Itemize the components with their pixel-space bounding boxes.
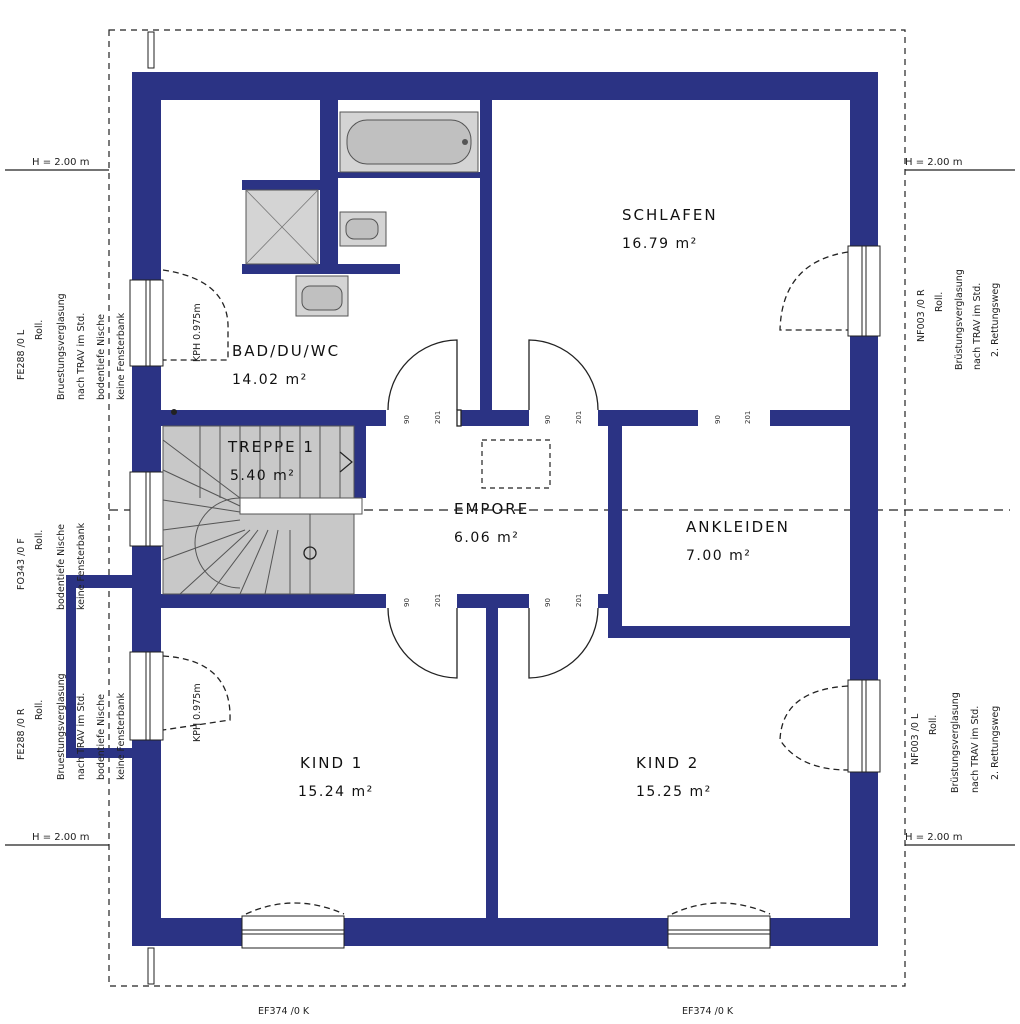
door-kind2	[528, 607, 599, 679]
room-area-treppe: 5.40 m²	[230, 468, 295, 484]
window-nf003-r	[847, 245, 881, 337]
window-ef374-right	[667, 915, 771, 949]
room-name-treppe: TREPPE 1	[227, 438, 315, 456]
svg-text:2. Rettungsweg: 2. Rettungsweg	[990, 706, 1001, 780]
staircase	[162, 425, 363, 595]
svg-text:FO343 /0 F: FO343 /0 F	[16, 538, 27, 590]
height-label-bottom-right: H = 2.00 m	[905, 832, 962, 843]
svg-text:Roll.: Roll.	[34, 700, 45, 720]
svg-text:90: 90	[544, 598, 552, 607]
kph-label-bottom: KPH 0.975m	[192, 683, 203, 742]
room-area-ankleiden: 7.00 m²	[686, 548, 751, 564]
label-nf003-l: NF003 /0 L Roll. Brüstungsverglasung nac…	[910, 692, 1001, 793]
window-ef374-left	[241, 915, 345, 949]
room-area-kind2: 15.25 m²	[636, 784, 712, 800]
svg-text:bodentiefe Nische: bodentiefe Nische	[56, 524, 67, 610]
svg-text:90: 90	[403, 415, 411, 424]
svg-text:Bruestungsverglasung: Bruestungsverglasung	[56, 673, 67, 780]
label-fe288-r: FE288 /0 R Roll. Bruestungsverglasung na…	[16, 673, 127, 780]
label-ef374-left: EF374 /0 K	[258, 1006, 310, 1017]
svg-text:Roll.: Roll.	[34, 320, 45, 340]
door-marks: 90 201 90 201 90 201 90 201 90 201	[403, 411, 752, 607]
attic-hatch	[481, 439, 551, 489]
svg-text:Roll.: Roll.	[928, 715, 939, 735]
room-name-kind1: KIND 1	[300, 754, 363, 772]
door-kind1	[387, 607, 458, 679]
roof-outline	[108, 29, 906, 987]
bathtub	[339, 111, 479, 173]
room-name-kind2: KIND 2	[636, 754, 699, 772]
svg-text:201: 201	[434, 594, 442, 607]
wall-node	[171, 409, 177, 415]
height-markers: H = 2.00 m H = 2.00 m H = 2.00 m H = 2.0…	[5, 157, 1015, 846]
label-fe288-l: FE288 /0 L Roll. Bruestungsverglasung na…	[16, 293, 127, 400]
svg-text:NF003 /0 R: NF003 /0 R	[916, 289, 927, 342]
svg-text:201: 201	[434, 411, 442, 424]
svg-text:Roll.: Roll.	[934, 292, 945, 312]
svg-text:90: 90	[544, 415, 552, 424]
svg-text:FE288 /0 R: FE288 /0 R	[16, 708, 27, 760]
window-panes	[145, 246, 867, 935]
svg-text:Roll.: Roll.	[34, 530, 45, 550]
room-name-empore: EMPORE	[454, 500, 529, 518]
room-area-bad: 14.02 m²	[232, 372, 308, 388]
corner-markers	[147, 31, 155, 985]
height-label-top-left: H = 2.00 m	[32, 157, 89, 168]
doors	[387, 339, 599, 679]
svg-text:keine Fensterbank: keine Fensterbank	[116, 692, 127, 780]
room-area-empore: 6.06 m²	[454, 530, 519, 546]
svg-text:nach TRAV im Std.: nach TRAV im Std.	[970, 706, 981, 793]
label-nf003-r: NF003 /0 R Roll. Brüstungsverglasung nac…	[916, 269, 1001, 370]
room-area-schlafen: 16.79 m²	[622, 236, 698, 252]
interior-walls	[161, 100, 850, 918]
window-swings	[162, 251, 849, 915]
svg-text:Brüstungsverglasung: Brüstungsverglasung	[950, 692, 961, 793]
room-area-kind1: 15.24 m²	[298, 784, 374, 800]
svg-text:90: 90	[714, 415, 722, 424]
label-fo343-f: FO343 /0 F Roll. bodentiefe Nische keine…	[16, 522, 87, 610]
svg-text:keine Fensterbank: keine Fensterbank	[116, 312, 127, 400]
height-label-top-right: H = 2.00 m	[905, 157, 962, 168]
left-bay-wall	[66, 575, 132, 758]
room-name-bad: BAD/DU/WC	[232, 342, 340, 360]
svg-text:bodentiefe Nische: bodentiefe Nische	[96, 694, 107, 780]
svg-text:2. Rettungsweg: 2. Rettungsweg	[990, 283, 1001, 357]
kph-label-top: KPH 0.975m	[192, 303, 203, 362]
svg-text:keine Fensterbank: keine Fensterbank	[76, 522, 87, 610]
svg-text:nach TRAV im Std.: nach TRAV im Std.	[76, 313, 87, 400]
svg-text:bodentiefe Nische: bodentiefe Nische	[96, 314, 107, 400]
svg-text:90: 90	[403, 598, 411, 607]
height-label-bottom-left: H = 2.00 m	[32, 832, 89, 843]
door-schlafen	[528, 339, 599, 411]
door-bad	[387, 339, 458, 411]
room-name-schlafen: SCHLAFEN	[622, 206, 718, 224]
svg-text:201: 201	[575, 411, 583, 424]
svg-text:nach TRAV im Std.: nach TRAV im Std.	[76, 693, 87, 780]
label-ef374-right: EF374 /0 K	[682, 1006, 734, 1017]
toilet	[339, 211, 387, 247]
shower	[245, 189, 319, 265]
svg-text:201: 201	[575, 594, 583, 607]
window-nf003-l	[847, 679, 881, 773]
svg-text:Bruestungsverglasung: Bruestungsverglasung	[56, 293, 67, 400]
svg-text:201: 201	[744, 411, 752, 424]
svg-text:Brüstungsverglasung: Brüstungsverglasung	[954, 269, 965, 370]
svg-text:NF003 /0 L: NF003 /0 L	[910, 713, 921, 765]
room-name-ankleiden: ANKLEIDEN	[686, 518, 790, 536]
svg-text:FE288 /0 L: FE288 /0 L	[16, 329, 27, 380]
washbasin	[295, 275, 349, 317]
svg-text:nach TRAV im Std.: nach TRAV im Std.	[972, 283, 983, 370]
